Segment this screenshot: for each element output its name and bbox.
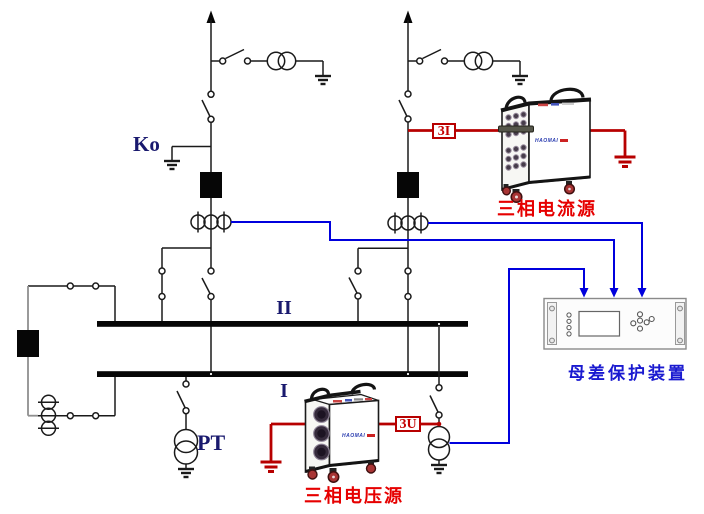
arrow-down-icon [609,288,619,298]
voltage-injection-tag: 3U [395,416,421,432]
ground-icon [178,467,194,479]
haomai-logo: HAOMAI [342,433,376,439]
blue-test-leads [231,221,647,444]
terminal-panel [313,406,330,461]
current-injection-tag: 3I [432,123,456,139]
terminal-panel [498,111,534,171]
ground-icon [512,74,528,86]
protection-device-label: 母差保护装置 [568,364,688,383]
line-arrow-icon [206,10,216,23]
busbar-i [97,371,468,377]
voltage-source-unit [304,382,380,483]
handle-bar [498,125,534,133]
brand-text: HAOMAI [342,433,366,439]
transformer-winding-box [200,172,222,198]
haomai-logo: HAOMAI [535,138,569,144]
brand-mark-icon [367,434,376,437]
switch-blade-icon [201,99,211,117]
screw-icons [549,305,683,344]
protection-device [543,297,687,350]
busbar-ii-label: II [276,297,292,319]
junction-dot [437,322,441,326]
arrow-down-icon [579,288,589,298]
switch-blade-icon [422,48,442,60]
ground-icon [260,460,282,473]
ground-icon [164,159,180,171]
pt-transformer-icon [173,428,199,454]
current-source-label: 三相电流源 [497,199,597,219]
switch-blade-icon [176,390,186,408]
transformer-icon [266,51,286,71]
lead-pt [449,268,585,444]
ct-group-icon [190,211,232,233]
current-source-unit [498,87,592,204]
voltage-source-label: 三相电压源 [304,486,404,506]
right-feeder [348,10,528,372]
ground-icon [431,463,447,475]
transformer-icon [463,51,483,71]
lcd-display [578,310,621,337]
ground-icon [614,155,636,168]
junction-dot [209,372,213,376]
transformer-winding-box [397,172,419,198]
switch-blade-icon [201,277,211,294]
ground-icon [315,74,331,86]
keypad-buttons[interactable] [630,311,655,332]
arrow-down-icon [637,288,647,298]
junction-dot [436,421,442,427]
busbar-ii [97,321,468,327]
handle-icon [349,382,377,395]
bus-tie-loop [17,282,116,437]
led-column [566,312,572,337]
switch-blade-icon [225,48,245,60]
ko-label: Ko [133,132,160,156]
caster-wheels [307,461,377,483]
switch-blade-icon [429,395,439,413]
caster-wheels [502,181,576,204]
left-feeder [158,10,331,372]
line-arrow-icon [403,10,413,23]
brand-mark-icon [560,139,569,142]
busbar-i-label: I [280,380,288,402]
switch-blade-icon [348,277,358,294]
transformer-icon [427,425,451,449]
handle-icon [549,87,585,102]
mounting-ear [675,302,685,345]
ct-group-icon [38,394,59,437]
handle-icon [309,387,331,400]
lead-left-ct [231,221,615,289]
lead-right-ct [428,222,643,289]
pt-branch [173,377,199,479]
mounting-ear [547,302,557,345]
switch-blade-icon [398,99,408,117]
voltage-injection-branch [427,327,451,475]
handle-icon [504,95,527,110]
junction-dot [406,372,410,376]
pt-label: PT [197,430,226,455]
brand-text: HAOMAI [535,138,559,144]
transformer-winding-box [17,330,39,357]
